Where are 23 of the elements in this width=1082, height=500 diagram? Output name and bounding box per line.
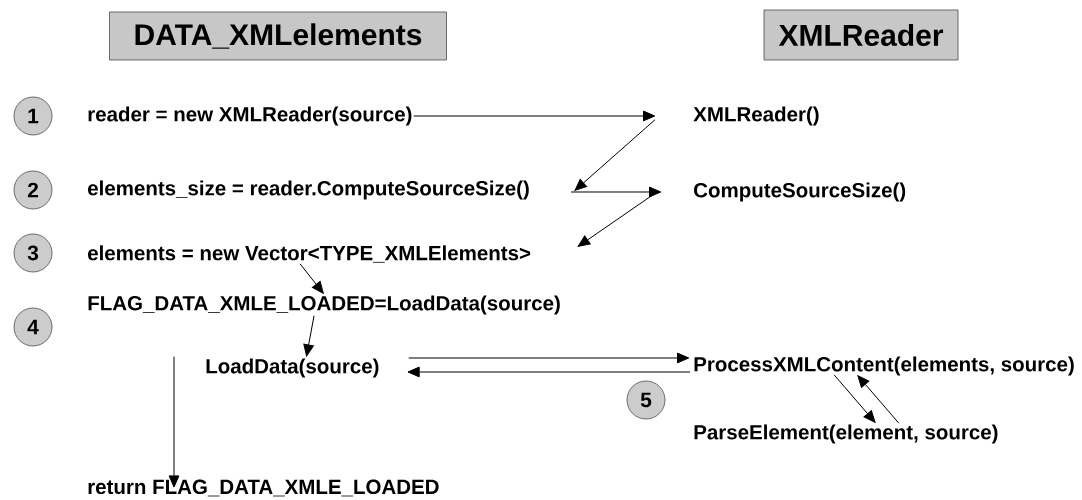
code-statement: reader = new XMLReader(source) (88, 106, 412, 126)
arrow (857, 375, 900, 424)
code-statement: ParseElement(element, source) (694, 424, 998, 444)
arrow (407, 366, 691, 378)
class-header-box: DATA_XMLelements (109, 11, 447, 61)
class-header-box: XMLReader (763, 9, 959, 61)
code-statement: ComputeSourceSize() (694, 182, 906, 202)
arrow (574, 119, 656, 191)
arrow (168, 356, 180, 488)
arrow (570, 186, 662, 198)
arrow (577, 194, 654, 247)
arrow (833, 374, 876, 423)
arrow (299, 263, 324, 294)
code-statement: return FLAG_DATA_XMLE_LOADED (88, 479, 439, 497)
code-statement: LoadData(source) (206, 358, 379, 378)
code-statement: elements_size = reader.ComputeSourceSize() (88, 180, 529, 200)
code-statement: FLAG_DATA_XMLE_LOADED=LoadData(source) (88, 295, 560, 315)
arrow (303, 315, 315, 357)
arrow (408, 352, 690, 364)
code-statement: XMLReader() (693, 106, 819, 126)
arrow (413, 110, 656, 122)
code-statement: ProcessXMLContent(elements, source) (694, 356, 1074, 376)
code-statement: elements = new Vector<TYPE_XMLElements> (88, 245, 531, 263)
